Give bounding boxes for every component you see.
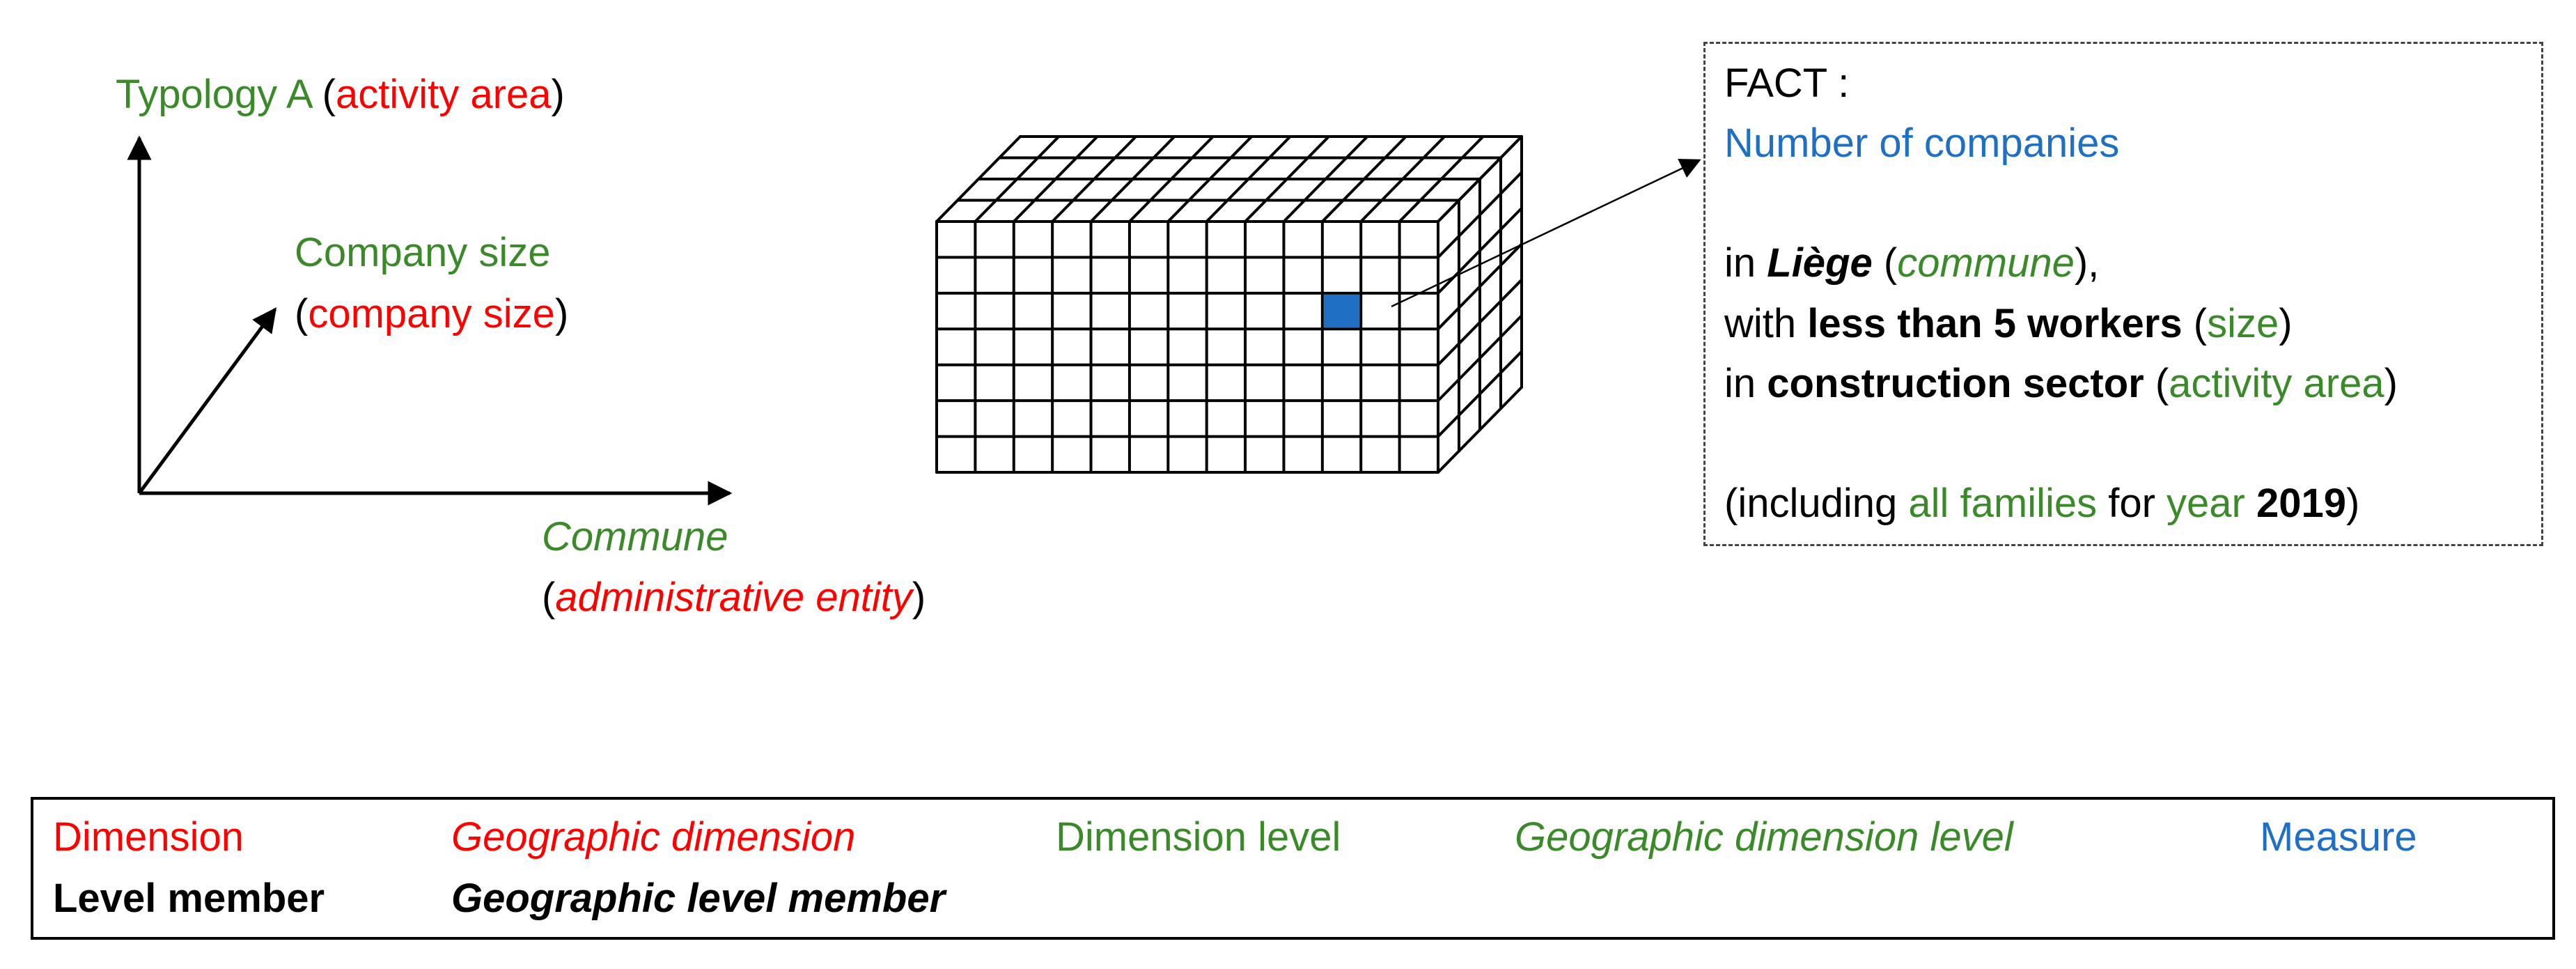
dimension-company-size-label: (company size) [295,291,569,336]
geographic-dimension-label: (administrative entity) [542,575,926,620]
level-size-ref: size [2207,301,2279,346]
level-all-families: all families [1908,481,2098,526]
legend-geographic-dimension-level: Geographic dimension level [1515,814,2013,860]
geographic-level-commune: Commune [542,514,728,559]
geographic-member-liege: Liège [1767,240,1873,286]
legend-dimension-level: Dimension level [1056,814,1341,860]
legend-measure: Measure [2260,814,2417,860]
vertical-axis-label: Typology A (activity area) [116,72,565,117]
highlighted-fact-cell [1323,294,1360,328]
legend-geographic-level-member: Geographic level member [451,876,946,921]
fact-pointer-arrow [1391,159,1701,308]
legend-level-member: Level member [53,876,325,921]
level-company-size: Company size [295,230,551,275]
member-construction-sector: construction sector [1767,361,2144,406]
diagonal-axis [137,307,277,495]
fact-line-including: (including all families for year 2019) [1724,481,2360,526]
member-less-than-5-workers: less than 5 workers [1807,301,2183,346]
geographic-dimension-administrative-entity: administrative entity [555,575,912,620]
fact-box [1703,42,2543,546]
geographic-level-commune-ref: commune [1897,240,2075,286]
level-typology-a: Typology A [116,72,311,117]
fact-line-commune: in Liège (commune), [1724,240,2100,286]
level-year: year [2167,481,2245,526]
dimension-company-size: company size [308,291,555,336]
member-2019: 2019 [2256,481,2347,526]
fact-line-activity: in construction sector (activity area) [1724,361,2398,406]
fact-line-size: with less than 5 workers (size) [1724,301,2293,346]
legend-dimension: Dimension [53,814,244,860]
data-cube [935,135,1523,474]
legend-geographic-dimension: Geographic dimension [451,814,856,860]
dimension-activity-area: activity area [336,72,552,117]
legend-box [31,797,2555,940]
fact-measure: Number of companies [1724,121,2120,166]
fact-heading: FACT : [1724,61,1850,106]
level-activity-area-ref: activity area [2169,361,2384,406]
